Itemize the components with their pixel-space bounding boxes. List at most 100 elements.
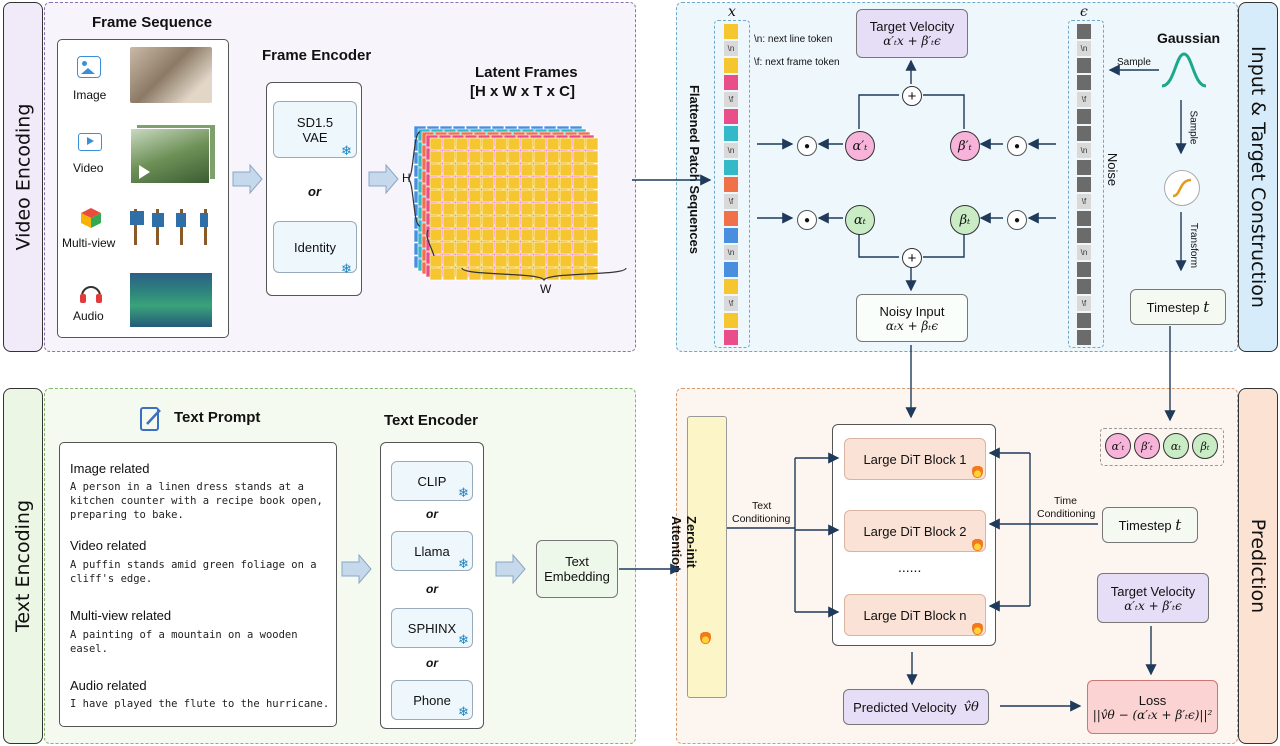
latent-cell <box>559 137 573 151</box>
text-embedding-line1: Text <box>565 554 589 569</box>
prompt-group-label: Image related <box>70 461 150 476</box>
latent-cell <box>507 267 521 281</box>
latent-cell <box>468 202 482 216</box>
legend-newframe: \f: next frame token <box>754 57 840 68</box>
beta-node: βₜ <box>950 205 980 235</box>
latent-cell <box>546 254 560 268</box>
image-icon <box>77 56 101 78</box>
target-velocity-formula: α′ₜx + β′ₜϵ <box>883 34 941 48</box>
x-patch-token <box>724 75 738 90</box>
latent-cell <box>559 254 573 268</box>
multiview-thumbnail <box>128 205 218 247</box>
input-target-label: Input & Target Construction <box>1247 46 1270 308</box>
latent-cell <box>442 163 456 177</box>
latent-cell <box>481 150 495 164</box>
newframe-token: \f <box>724 92 738 107</box>
noise-label: Noise <box>1105 150 1120 190</box>
latent-cell <box>429 215 443 229</box>
latent-cell <box>546 267 560 281</box>
llama-label: Llama <box>414 543 450 559</box>
latent-cell <box>520 267 534 281</box>
latent-cell <box>455 215 469 229</box>
dit-block-2: Large DiT Block 2 <box>844 510 986 552</box>
predicted-velocity-label: Predicted Velocity <box>853 699 957 715</box>
latent-cell <box>442 137 456 151</box>
time-conditioning-label-1: Time <box>1054 495 1077 507</box>
latent-cell <box>559 150 573 164</box>
latent-cell <box>507 228 521 242</box>
modality-label-multiview: Multi-view <box>62 236 116 250</box>
latent-cell <box>520 241 534 255</box>
x-patch-token <box>724 58 738 73</box>
latent-cell <box>533 215 547 229</box>
newframe-token: \f <box>724 194 738 209</box>
latent-cell <box>546 137 560 151</box>
latent-cell <box>507 137 521 151</box>
latent-cell <box>572 254 586 268</box>
latent-cube <box>410 120 630 282</box>
latent-cell <box>494 241 508 255</box>
latent-h-label: H <box>402 171 411 185</box>
x-patch-token <box>724 330 738 345</box>
prompt-text: A puffin stands amid green foliage on a … <box>70 559 317 585</box>
latent-cell <box>507 150 521 164</box>
target-velocity-box: Target Velocity α′ₜx + β′ₜϵ <box>856 9 968 58</box>
video-thumbnail <box>130 128 210 184</box>
latent-cell <box>585 202 599 216</box>
latent-cell <box>572 202 586 216</box>
latent-cell <box>533 202 547 216</box>
multiply-node: ● <box>797 136 817 156</box>
latent-cell <box>468 254 482 268</box>
snowflake-icon: ❄ <box>458 485 469 500</box>
alpha-prime-node-small: α′ₜ <box>1105 433 1131 459</box>
latent-cell <box>442 241 456 255</box>
newline-token: \n <box>1077 143 1091 158</box>
latent-cell <box>585 254 599 268</box>
x-patch-token <box>724 177 738 192</box>
beta-node-small: βₜ <box>1192 433 1218 459</box>
target-velocity-formula: α′ₜx + β′ₜϵ <box>1124 598 1182 613</box>
latent-cell <box>468 267 482 281</box>
input-target-tab: Input & Target Construction <box>1238 2 1278 352</box>
text-conditioning-label-2: Conditioning <box>732 513 791 525</box>
latent-cell <box>533 163 547 177</box>
latent-cell <box>442 267 456 281</box>
noise-patch-token <box>1077 160 1091 175</box>
text-conditioning-label-1: Text <box>752 500 772 512</box>
zero-init-attention-label: Zero-init Attention <box>669 516 699 574</box>
sigmoid-icon <box>1164 170 1200 206</box>
phone-label: Phone <box>413 692 451 708</box>
sphinx-label: SPHINX <box>407 620 457 636</box>
latent-cell <box>559 189 573 203</box>
latent-cell <box>585 189 599 203</box>
alpha-node: αₜ <box>845 205 875 235</box>
noise-patch-token <box>1077 126 1091 141</box>
sd-vae-line2: VAE <box>302 129 328 145</box>
latent-cell <box>533 189 547 203</box>
latent-cell <box>585 267 599 281</box>
latent-cell <box>429 202 443 216</box>
latent-cell <box>559 176 573 190</box>
latent-cell <box>585 215 599 229</box>
latent-cell <box>507 215 521 229</box>
x-sequence-frame <box>714 20 750 348</box>
latent-cell <box>455 254 469 268</box>
latent-frames-title: Latent Frames <box>475 64 578 81</box>
latent-cell <box>546 241 560 255</box>
image-thumbnail <box>130 47 212 103</box>
latent-cell <box>585 163 599 177</box>
latent-cell <box>546 150 560 164</box>
prompt-group-label: Multi-view related <box>70 608 172 623</box>
x-patch-token <box>724 279 738 294</box>
timestep-label: Timestep <box>1118 517 1172 533</box>
x-patch-token <box>724 109 738 124</box>
dit-block-n-label: Large DiT Block n <box>863 607 967 623</box>
latent-cell <box>442 202 456 216</box>
timestep-box-bottom: Timestep t <box>1102 507 1198 543</box>
latent-cell <box>468 228 482 242</box>
latent-cell <box>494 228 508 242</box>
latent-cell <box>455 137 469 151</box>
coefficient-group <box>1100 428 1224 466</box>
multiply-node: ● <box>1007 136 1027 156</box>
newline-token: \n <box>1077 245 1091 260</box>
